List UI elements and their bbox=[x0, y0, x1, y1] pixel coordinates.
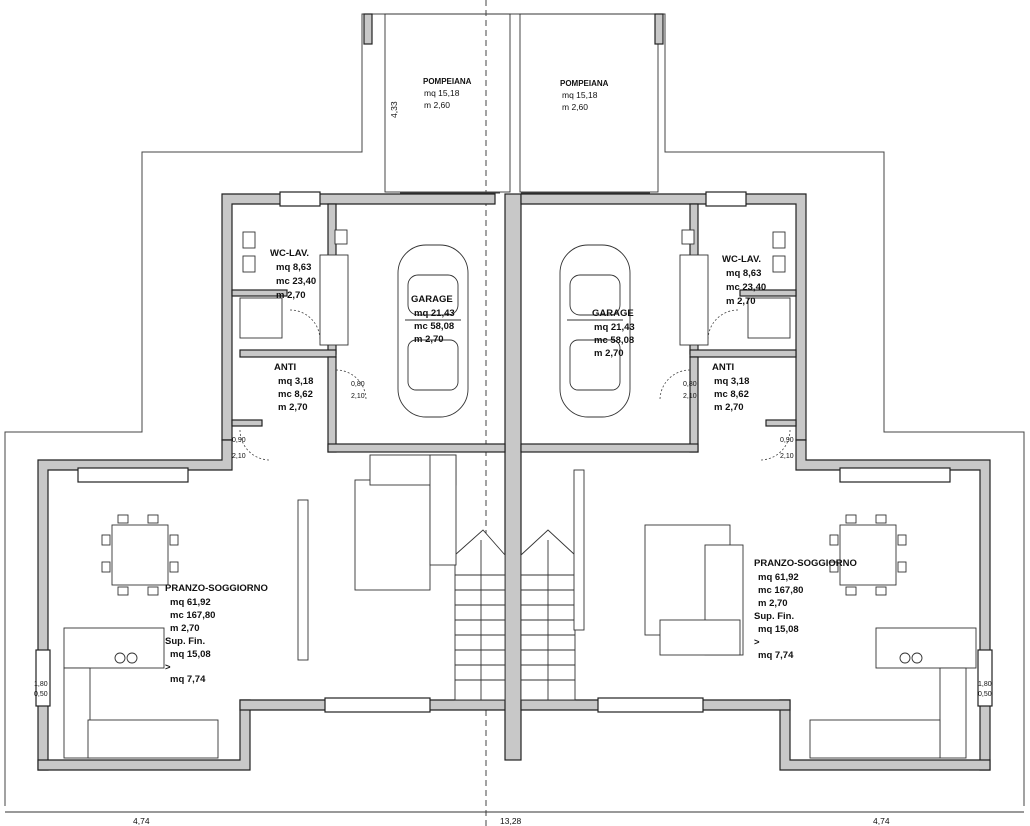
wc-left-mc: mc 23,40 bbox=[276, 276, 316, 287]
pranzo-left-mq: mq 61,92 bbox=[170, 597, 211, 608]
wc-right-name: WC-LAV. bbox=[722, 254, 761, 265]
door-dim-210-c: 2,10 bbox=[683, 393, 697, 400]
pranzo-right-sup: Sup. Fin. bbox=[754, 611, 794, 622]
pompeiana-left-area bbox=[384, 13, 511, 193]
anti-right-mc: mc 8,62 bbox=[714, 389, 749, 400]
garage-right-name: GARAGE bbox=[592, 308, 634, 319]
bottom-dim-left: 4,74 bbox=[133, 816, 150, 826]
pompeiana-left-post bbox=[363, 13, 373, 45]
pranzo-right-name: PRANZO-SOGGIORNO bbox=[754, 558, 857, 569]
anti-left-m: m 2,70 bbox=[278, 402, 308, 413]
car-right bbox=[559, 244, 631, 418]
door-dim-210-b: 2,10 bbox=[232, 453, 246, 460]
bottom-dim-right: 4,74 bbox=[873, 816, 890, 826]
site-outline bbox=[4, 13, 1025, 806]
garage-left-name: GARAGE bbox=[411, 294, 453, 305]
door-dim-080-b: 0,80 bbox=[683, 381, 697, 388]
garage-left-mc: mc 58,08 bbox=[414, 321, 454, 332]
wc-left-name: WC-LAV. bbox=[270, 248, 309, 259]
garage-right-m: m 2,70 bbox=[594, 348, 624, 359]
car-left bbox=[397, 244, 469, 418]
anti-right-m: m 2,70 bbox=[714, 402, 744, 413]
anti-right-name: ANTI bbox=[712, 362, 734, 373]
stairs-left bbox=[454, 529, 506, 701]
pranzo-right-mq: mq 61,92 bbox=[758, 572, 799, 583]
pranzo-left-gt: > bbox=[165, 662, 171, 673]
wc-right-mq: mq 8,63 bbox=[726, 268, 761, 279]
wc-left-mq: mq 8,63 bbox=[276, 262, 311, 273]
pranzo-right-mc: mc 167,80 bbox=[758, 585, 803, 596]
pompeiana-left-m: m 2,60 bbox=[424, 100, 450, 110]
wc-left-m: m 2,70 bbox=[276, 290, 306, 301]
pranzo-right-gt: > bbox=[754, 637, 760, 648]
anti-left-mc: mc 8,62 bbox=[278, 389, 313, 400]
bottom-dim-center: 13,28 bbox=[500, 816, 522, 826]
anti-left-name: ANTI bbox=[274, 362, 296, 373]
furniture-right bbox=[573, 469, 977, 759]
pranzo-left-name: PRANZO-SOGGIORNO bbox=[165, 583, 268, 594]
pompeiana-left-mq: mq 15,18 bbox=[424, 88, 460, 98]
garage-left-m: m 2,70 bbox=[414, 334, 444, 345]
furniture-left bbox=[63, 454, 457, 759]
door-dim-090-b: 0,90 bbox=[780, 437, 794, 444]
pranzo-right-m: m 2,70 bbox=[758, 598, 788, 609]
stairs-right bbox=[520, 529, 576, 701]
pompeiana-right-m: m 2,60 bbox=[562, 102, 588, 112]
window-right-dim-bot: 0,50 bbox=[978, 691, 992, 698]
garage-right-mq: mq 21,43 bbox=[594, 322, 635, 333]
window-left-dim-top: 1,80 bbox=[34, 681, 48, 688]
pompeiana-right-name: POMPEIANA bbox=[560, 79, 609, 88]
wc-right-m: m 2,70 bbox=[726, 296, 756, 307]
garage-left-mq: mq 21,43 bbox=[414, 308, 455, 319]
window-right-dim-top: 1,80 bbox=[978, 681, 992, 688]
pranzo-left-sup-mq: mq 15,08 bbox=[170, 649, 211, 660]
pompeiana-right-area bbox=[519, 13, 659, 193]
windows bbox=[35, 191, 993, 713]
door-dim-090-a: 0,90 bbox=[232, 437, 246, 444]
pranzo-right-min-mq: mq 7,74 bbox=[758, 650, 794, 661]
window-left-dim-bot: 0,50 bbox=[34, 691, 48, 698]
pompeiana-right-mq: mq 15,18 bbox=[562, 90, 598, 100]
pompeiana-right-post bbox=[654, 13, 664, 45]
door-dim-080-a: 0,80 bbox=[351, 381, 365, 388]
wc-fixtures-left bbox=[239, 229, 349, 346]
wc-fixtures-right bbox=[679, 229, 791, 346]
wc-right-mc: mc 23,40 bbox=[726, 282, 766, 293]
pranzo-left-mc: mc 167,80 bbox=[170, 610, 215, 621]
pranzo-right-sup-mq: mq 15,08 bbox=[758, 624, 799, 635]
door-dim-210-a: 2,10 bbox=[351, 393, 365, 400]
pranzo-left-m: m 2,70 bbox=[170, 623, 200, 634]
anti-right-mq: mq 3,18 bbox=[714, 376, 749, 387]
door-swings bbox=[239, 309, 791, 461]
pranzo-left-sup: Sup. Fin. bbox=[165, 636, 205, 647]
pompeiana-left-name: POMPEIANA bbox=[423, 77, 472, 86]
pompeiana-left-dim: 4,33 bbox=[389, 101, 399, 118]
pranzo-left-min-mq: mq 7,74 bbox=[170, 674, 206, 685]
anti-left-mq: mq 3,18 bbox=[278, 376, 313, 387]
door-dim-210-d: 2,10 bbox=[780, 453, 794, 460]
garage-right-mc: mc 58,08 bbox=[594, 335, 634, 346]
